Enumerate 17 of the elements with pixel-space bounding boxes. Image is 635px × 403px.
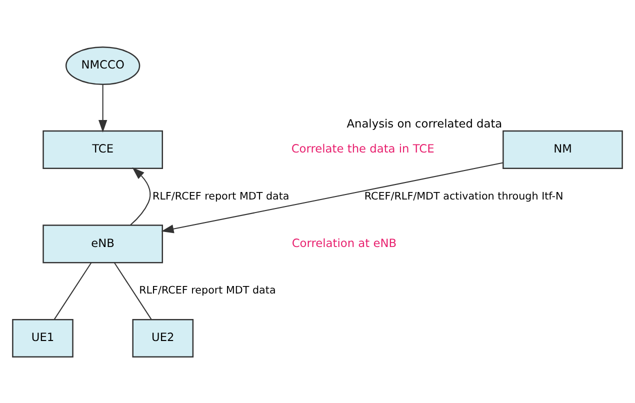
arrow [161,162,504,233]
label: Correlate the data in TCE [291,141,434,156]
connector [114,262,152,320]
node-box: UE1 [12,318,74,357]
edge-label: RCEF/RLF/MDT activation through Itf-N [364,190,564,202]
node-box: NM [502,130,623,168]
node-box: UE2 [132,318,194,357]
node-box: TCE [42,130,163,168]
connector [54,262,92,320]
edge-label: RLF/RCEF report MDT data [152,190,290,202]
arrow [98,84,108,132]
node-ellipse: NMCCO [65,46,140,85]
node-label: Analysis on correlated data [346,116,502,130]
edge-label: RLF/RCEF report MDT data [139,284,276,296]
node-box: eNB [42,224,163,263]
arrow [130,166,151,225]
label: Correlation at eNB [292,235,397,250]
